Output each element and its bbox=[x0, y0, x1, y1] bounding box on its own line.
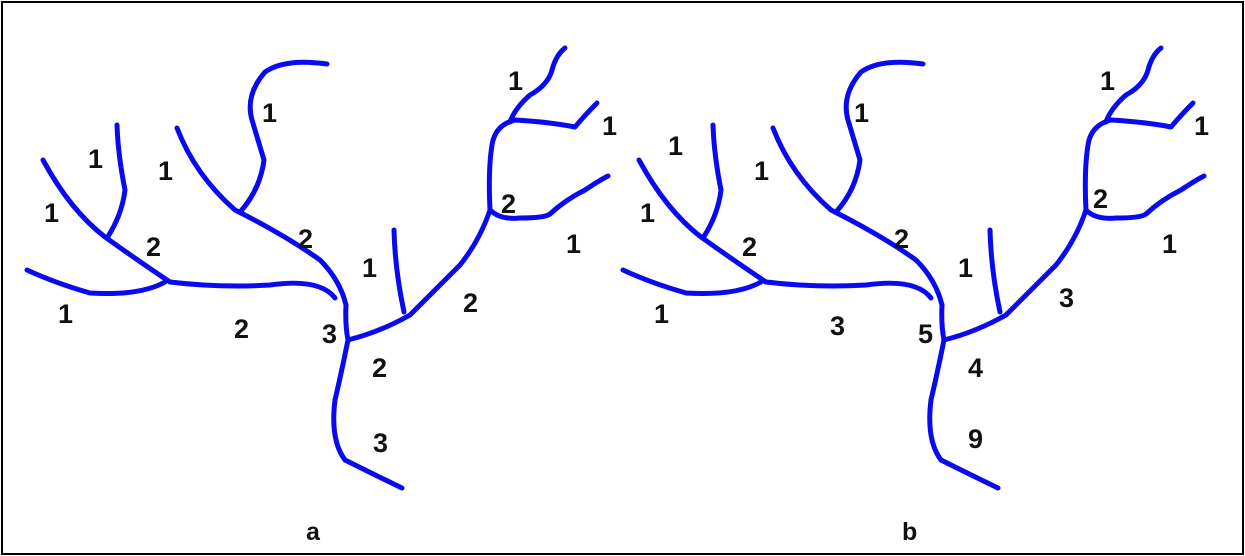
order-label: 1 bbox=[566, 229, 581, 259]
order-label: 1 bbox=[362, 253, 377, 283]
order-label: 5 bbox=[918, 319, 933, 349]
order-label: 1 bbox=[1100, 66, 1115, 96]
order-label: 3 bbox=[830, 311, 845, 341]
center-branch-top bbox=[833, 59, 926, 215]
order-label: 1 bbox=[602, 111, 617, 141]
order-label: 1 bbox=[640, 198, 655, 228]
order-label: 1 bbox=[58, 299, 73, 329]
order-label: 3 bbox=[322, 319, 337, 349]
panel-b-river-network: 1 1 1 1 1 1 1 1 1 2 2 2 3 3 5 4 9 b bbox=[620, 45, 1209, 546]
center-branch-top bbox=[237, 59, 330, 215]
order-label: 2 bbox=[894, 224, 909, 254]
order-label: 1 bbox=[1194, 111, 1209, 141]
order-label: 2 bbox=[372, 353, 387, 383]
order-label: 2 bbox=[234, 314, 249, 344]
order-label: 1 bbox=[158, 156, 173, 186]
left-branch-upper bbox=[636, 157, 769, 285]
order-label: 1 bbox=[654, 299, 669, 329]
order-label: 1 bbox=[958, 253, 973, 283]
trunk-west bbox=[763, 279, 934, 301]
order-label: 2 bbox=[501, 189, 516, 219]
east-tributary bbox=[391, 227, 407, 315]
center-branch-left bbox=[174, 125, 349, 308]
order-label: 1 bbox=[262, 98, 277, 128]
east-branch bbox=[345, 100, 600, 343]
east-branch-top bbox=[507, 45, 568, 125]
main-stem-lower bbox=[927, 302, 1001, 491]
center-branch-left bbox=[770, 125, 945, 308]
order-label: 9 bbox=[968, 424, 983, 454]
order-label: 4 bbox=[968, 353, 983, 383]
left-branch-lower bbox=[620, 267, 764, 296]
order-label: 1 bbox=[44, 198, 59, 228]
order-label: 2 bbox=[1093, 184, 1108, 214]
panel-b-caption: b bbox=[902, 518, 917, 546]
order-label: 2 bbox=[298, 224, 313, 254]
left-branch-top bbox=[700, 122, 724, 241]
east-tributary bbox=[987, 227, 1003, 315]
trunk-west bbox=[167, 279, 338, 301]
panel-a-caption: a bbox=[306, 518, 321, 546]
order-label: 1 bbox=[88, 144, 103, 174]
order-label: 3 bbox=[1059, 283, 1074, 313]
order-label: 1 bbox=[508, 66, 523, 96]
left-branch-lower bbox=[24, 267, 168, 296]
order-label: 1 bbox=[1162, 229, 1177, 259]
left-branch-upper bbox=[40, 157, 173, 285]
order-label: 1 bbox=[854, 98, 869, 128]
order-label: 2 bbox=[463, 288, 478, 318]
east-branch-right bbox=[1083, 173, 1207, 221]
east-branch-top bbox=[1103, 45, 1164, 125]
order-label: 3 bbox=[373, 428, 388, 458]
order-label: 2 bbox=[742, 232, 757, 262]
east-branch-right bbox=[487, 173, 611, 221]
panel-a-river-network: 1 1 1 1 1 1 1 1 1 2 2 2 2 2 2 3 3 a bbox=[24, 45, 617, 546]
east-branch bbox=[941, 100, 1196, 343]
main-stem-lower bbox=[331, 302, 405, 491]
left-branch-top bbox=[104, 122, 128, 241]
order-label: 2 bbox=[146, 232, 161, 262]
order-label: 1 bbox=[668, 131, 683, 161]
order-label: 1 bbox=[754, 156, 769, 186]
